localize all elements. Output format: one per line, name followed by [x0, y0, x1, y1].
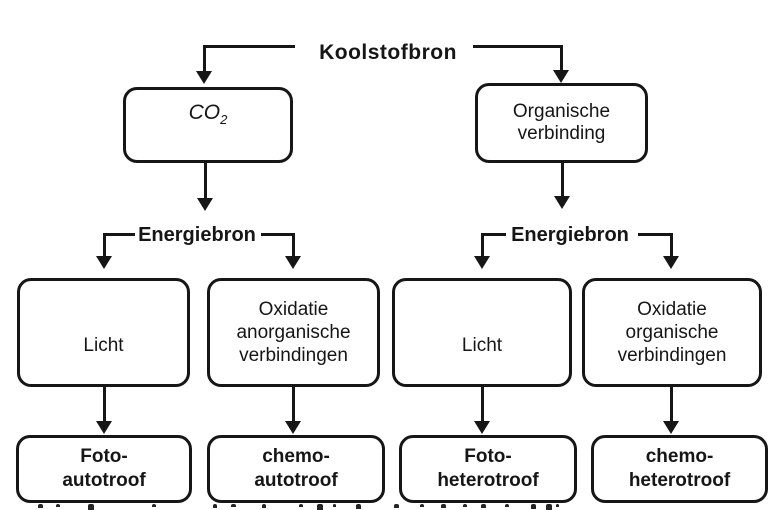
connector-line: [560, 45, 563, 72]
box-energy-licht-right: Licht: [392, 278, 572, 387]
result-line1: Foto-: [80, 446, 128, 467]
clipped-caption-fragment: [505, 504, 509, 507]
clipped-caption: [0, 504, 774, 510]
connector-line: [203, 45, 206, 73]
connector-line: [204, 163, 207, 199]
licht-label: Licht: [461, 334, 503, 356]
clipped-caption-fragment: [394, 504, 399, 508]
clipped-caption-fragment: [213, 504, 217, 508]
arrow-down-icon: [285, 421, 301, 434]
box-carbon-co2: CO2: [123, 87, 293, 163]
result-line1: chemo-: [262, 446, 330, 467]
box-result-chemo-autotroof: chemo- autotroof: [207, 435, 385, 503]
oxidatie-line1: Oxidatie: [258, 299, 329, 320]
result-line1: chemo-: [645, 446, 714, 467]
clipped-caption-fragment: [152, 504, 156, 507]
arrow-down-icon: [196, 71, 212, 84]
arrow-down-icon: [474, 256, 490, 269]
clipped-caption-fragment: [88, 504, 94, 510]
root-label-koolstofbron: Koolstofbron: [319, 41, 457, 64]
connector-line: [670, 233, 673, 257]
organic-line1: Organische: [512, 101, 611, 122]
box-carbon-organic: Organische verbinding: [475, 83, 648, 163]
arrow-down-icon: [663, 256, 679, 269]
arrow-down-icon: [474, 421, 490, 434]
box-energy-oxidatie-anorganisch: Oxidatie anorganische verbindingen: [207, 278, 380, 387]
energy-label-right: Energiebron: [511, 224, 629, 246]
connector-line: [481, 387, 484, 422]
result-line2: heterotroof: [437, 470, 539, 491]
arrow-down-icon: [197, 198, 213, 211]
box-result-chemo-heterotroof: chemo- heterotroof: [591, 435, 768, 503]
connector-line: [561, 163, 564, 197]
connector-line: [292, 387, 295, 422]
clipped-caption-fragment: [441, 504, 446, 508]
result-line2: autotroof: [62, 470, 146, 491]
clipped-caption-fragment: [333, 504, 336, 507]
connector-line: [104, 233, 135, 236]
energy-label-left: Energiebron: [138, 224, 256, 246]
clipped-caption-fragment: [299, 504, 303, 507]
clipped-caption-fragment: [231, 504, 236, 507]
organic-line2: verbinding: [517, 123, 606, 144]
co2-label: CO2: [188, 101, 228, 128]
clipped-caption-fragment: [56, 504, 60, 507]
connector-line: [103, 387, 106, 422]
connector-line: [261, 233, 295, 236]
connector-line: [670, 387, 673, 422]
result-line2: autotroof: [254, 470, 338, 491]
connector-line: [482, 233, 506, 236]
oxidatie-line3: verbindingen: [239, 345, 348, 366]
result-line1: Foto-: [464, 446, 512, 467]
oxidatie-line1: Oxidatie: [637, 299, 707, 320]
arrow-down-icon: [554, 196, 570, 209]
arrow-down-icon: [663, 421, 679, 434]
clipped-caption-fragment: [262, 504, 266, 508]
clipped-caption-fragment: [356, 504, 361, 509]
clipped-caption-fragment: [556, 504, 559, 507]
box-result-foto-heterotroof: Foto- heterotroof: [399, 435, 577, 503]
connector-line: [203, 45, 295, 48]
oxidatie-line2: anorganische: [236, 322, 351, 343]
oxidatie-line2: organische: [625, 322, 719, 343]
connector-line: [292, 233, 295, 257]
clipped-caption-fragment: [546, 504, 552, 510]
licht-label: Licht: [83, 334, 124, 356]
arrow-down-icon: [553, 70, 569, 83]
connector-line: [473, 45, 563, 48]
arrow-down-icon: [96, 421, 112, 434]
clipped-caption-fragment: [463, 504, 467, 507]
box-result-foto-autotroof: Foto- autotroof: [16, 435, 192, 503]
clipped-caption-fragment: [531, 504, 536, 509]
connector-line: [638, 233, 673, 236]
oxidatie-line3: verbindingen: [617, 345, 727, 366]
clipped-caption-fragment: [481, 504, 486, 508]
arrow-down-icon: [285, 256, 301, 269]
clipped-caption-fragment: [420, 504, 424, 507]
connector-line: [103, 233, 106, 257]
arrow-down-icon: [96, 256, 112, 269]
box-energy-oxidatie-organisch: Oxidatie organische verbindingen: [582, 278, 762, 387]
connector-line: [481, 233, 484, 257]
clipped-caption-fragment: [317, 504, 323, 510]
clipped-caption-fragment: [38, 504, 43, 508]
result-line2: heterotroof: [628, 470, 731, 491]
box-energy-licht-left: Licht: [17, 278, 190, 387]
